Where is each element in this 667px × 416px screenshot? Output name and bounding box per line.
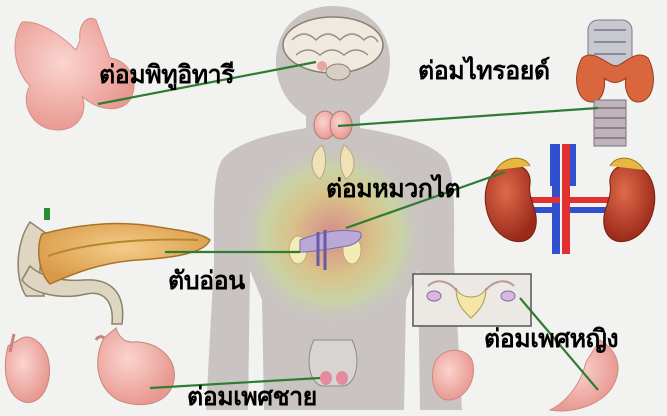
kidneys-adrenal-icon bbox=[485, 144, 655, 254]
thyroid-gland-icon bbox=[577, 20, 654, 146]
ovaries-uterus-icon bbox=[413, 274, 531, 326]
testes-icon bbox=[5, 328, 174, 405]
testis-label: ต่อมเพศชาย bbox=[187, 384, 317, 409]
abdominal-organs-icon bbox=[289, 230, 361, 270]
thyroid-leader-line bbox=[338, 108, 598, 126]
adrenal-label: ต่อมหมวกไต bbox=[326, 176, 460, 201]
ovary-label: ต่อมเพศหญิง bbox=[484, 326, 618, 351]
pituitary-label: ต่อมพิทูอิทารี bbox=[99, 62, 234, 87]
thyroid-label: ต่อมไทรอยด์ bbox=[418, 58, 550, 83]
pancreas-label: ตับอ่อน bbox=[168, 268, 245, 293]
